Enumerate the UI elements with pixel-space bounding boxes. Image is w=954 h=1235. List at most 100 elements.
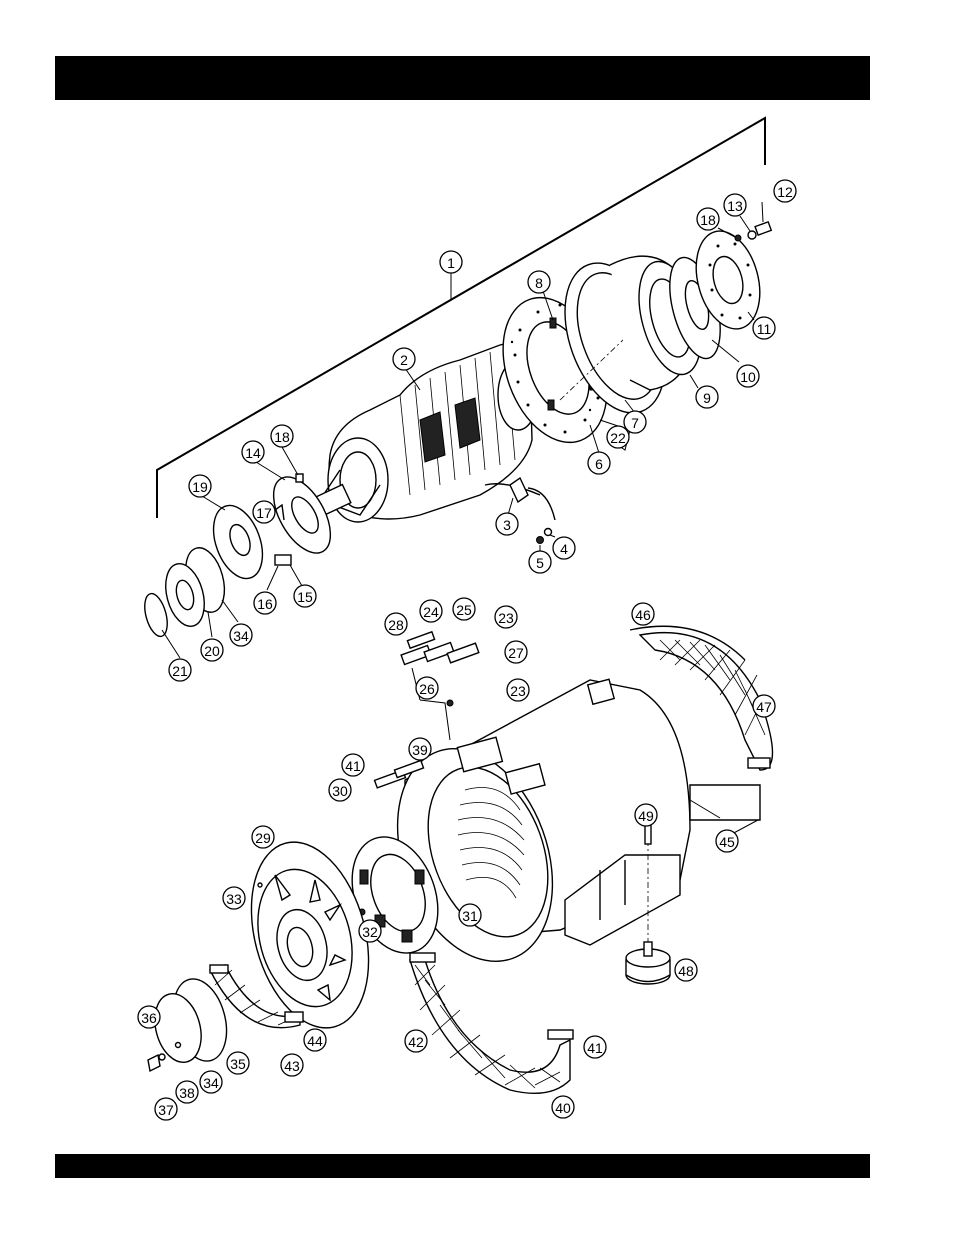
callout-1: 1: [440, 251, 462, 273]
callout-label: 42: [408, 1034, 424, 1050]
callout-label: 13: [727, 198, 743, 214]
callout-label: 46: [635, 607, 651, 623]
callout-label: 12: [777, 184, 793, 200]
callout-23: 23: [507, 679, 529, 701]
callout-29: 29: [252, 826, 274, 848]
callout-label: 25: [456, 602, 472, 618]
callout-label: 36: [141, 1010, 157, 1026]
callout-label: 17: [256, 505, 272, 521]
callout-48: 48: [675, 959, 697, 981]
callout-label: 9: [703, 390, 711, 406]
callout-17: 17: [253, 501, 275, 523]
callout-label: 47: [756, 699, 772, 715]
callout-11: 11: [753, 317, 775, 339]
callout-label: 45: [719, 834, 735, 850]
callout-36: 36: [138, 1006, 160, 1028]
callout-label: 8: [535, 275, 543, 291]
callout-49: 49: [635, 804, 657, 826]
wire-terminal: [510, 478, 555, 544]
callout-26: 26: [416, 677, 438, 699]
callout-label: 31: [462, 908, 478, 924]
callout-31: 31: [459, 904, 481, 926]
callout-label: 2: [400, 352, 408, 368]
callout-32: 32: [359, 920, 381, 942]
callout-label: 21: [172, 663, 188, 679]
callout-46: 46: [632, 603, 654, 625]
callout-label: 41: [587, 1040, 603, 1056]
callout-label: 4: [560, 541, 568, 557]
callout-label: 32: [362, 924, 378, 940]
callout-label: 30: [332, 783, 348, 799]
callout-13: 13: [724, 194, 746, 216]
callout-23: 23: [495, 606, 517, 628]
bolt-washer-set: [735, 222, 771, 241]
callout-35: 35: [227, 1052, 249, 1074]
terminal-brackets: [401, 632, 479, 740]
callout-label: 39: [412, 742, 428, 758]
callout-19: 19: [189, 475, 211, 497]
callout-8: 8: [528, 271, 550, 293]
callout-38: 38: [176, 1081, 198, 1103]
callout-39: 39: [409, 738, 431, 760]
callout-34: 34: [230, 624, 252, 646]
callout-label: 27: [508, 645, 524, 661]
callout-label: 16: [257, 596, 273, 612]
callout-label: 44: [307, 1033, 323, 1049]
screen-band-front: [410, 953, 573, 1093]
callout-6: 6: [588, 452, 610, 474]
callout-label: 5: [536, 555, 544, 571]
callout-label: 19: [192, 479, 208, 495]
callout-label: 6: [595, 456, 603, 472]
callout-3: 3: [496, 513, 518, 535]
callout-21: 21: [169, 659, 191, 681]
callout-label: 48: [678, 963, 694, 979]
callout-label: 1: [447, 255, 455, 271]
callout-40: 40: [552, 1096, 574, 1118]
callout-4: 4: [553, 537, 575, 559]
callout-16: 16: [254, 592, 276, 614]
callout-9: 9: [696, 386, 718, 408]
callout-47: 47: [753, 695, 775, 717]
callout-7: 7: [624, 411, 646, 433]
callout-44: 44: [304, 1029, 326, 1051]
callout-18: 18: [697, 208, 719, 230]
callout-label: 18: [274, 429, 290, 445]
callout-45: 45: [716, 830, 738, 852]
callout-label: 49: [638, 808, 654, 824]
callout-label: 10: [740, 369, 756, 385]
callout-28: 28: [385, 613, 407, 635]
callout-41: 41: [584, 1036, 606, 1058]
callout-label: 34: [203, 1075, 219, 1091]
callout-22: 22: [607, 426, 629, 448]
callout-42: 42: [405, 1030, 427, 1052]
callout-label: 41: [345, 758, 361, 774]
callout-24: 24: [420, 600, 442, 622]
callout-34: 34: [200, 1071, 222, 1093]
callout-label: 11: [757, 321, 772, 337]
callout-27: 27: [505, 641, 527, 663]
callout-label: 24: [423, 604, 439, 620]
callout-2: 2: [393, 348, 415, 370]
callout-label: 28: [388, 617, 404, 633]
callout-label: 7: [631, 415, 639, 431]
callout-5: 5: [529, 551, 551, 573]
callout-12: 12: [774, 180, 796, 202]
callout-41: 41: [342, 754, 364, 776]
callout-15: 15: [294, 585, 316, 607]
callout-label: 26: [419, 681, 435, 697]
callout-20: 20: [201, 639, 223, 661]
callout-14: 14: [242, 441, 264, 463]
callout-label: 38: [179, 1085, 195, 1101]
callout-label: 37: [158, 1102, 174, 1118]
callout-label: 15: [297, 589, 313, 605]
callout-label: 35: [230, 1056, 246, 1072]
callout-33: 33: [223, 887, 245, 909]
callout-label: 20: [204, 643, 220, 659]
callout-label: 29: [255, 830, 271, 846]
callout-label: 14: [245, 445, 261, 461]
callout-label: 18: [700, 212, 716, 228]
callout-label: 23: [498, 610, 514, 626]
callout-label: 34: [233, 628, 249, 644]
callout-37: 37: [155, 1098, 177, 1120]
